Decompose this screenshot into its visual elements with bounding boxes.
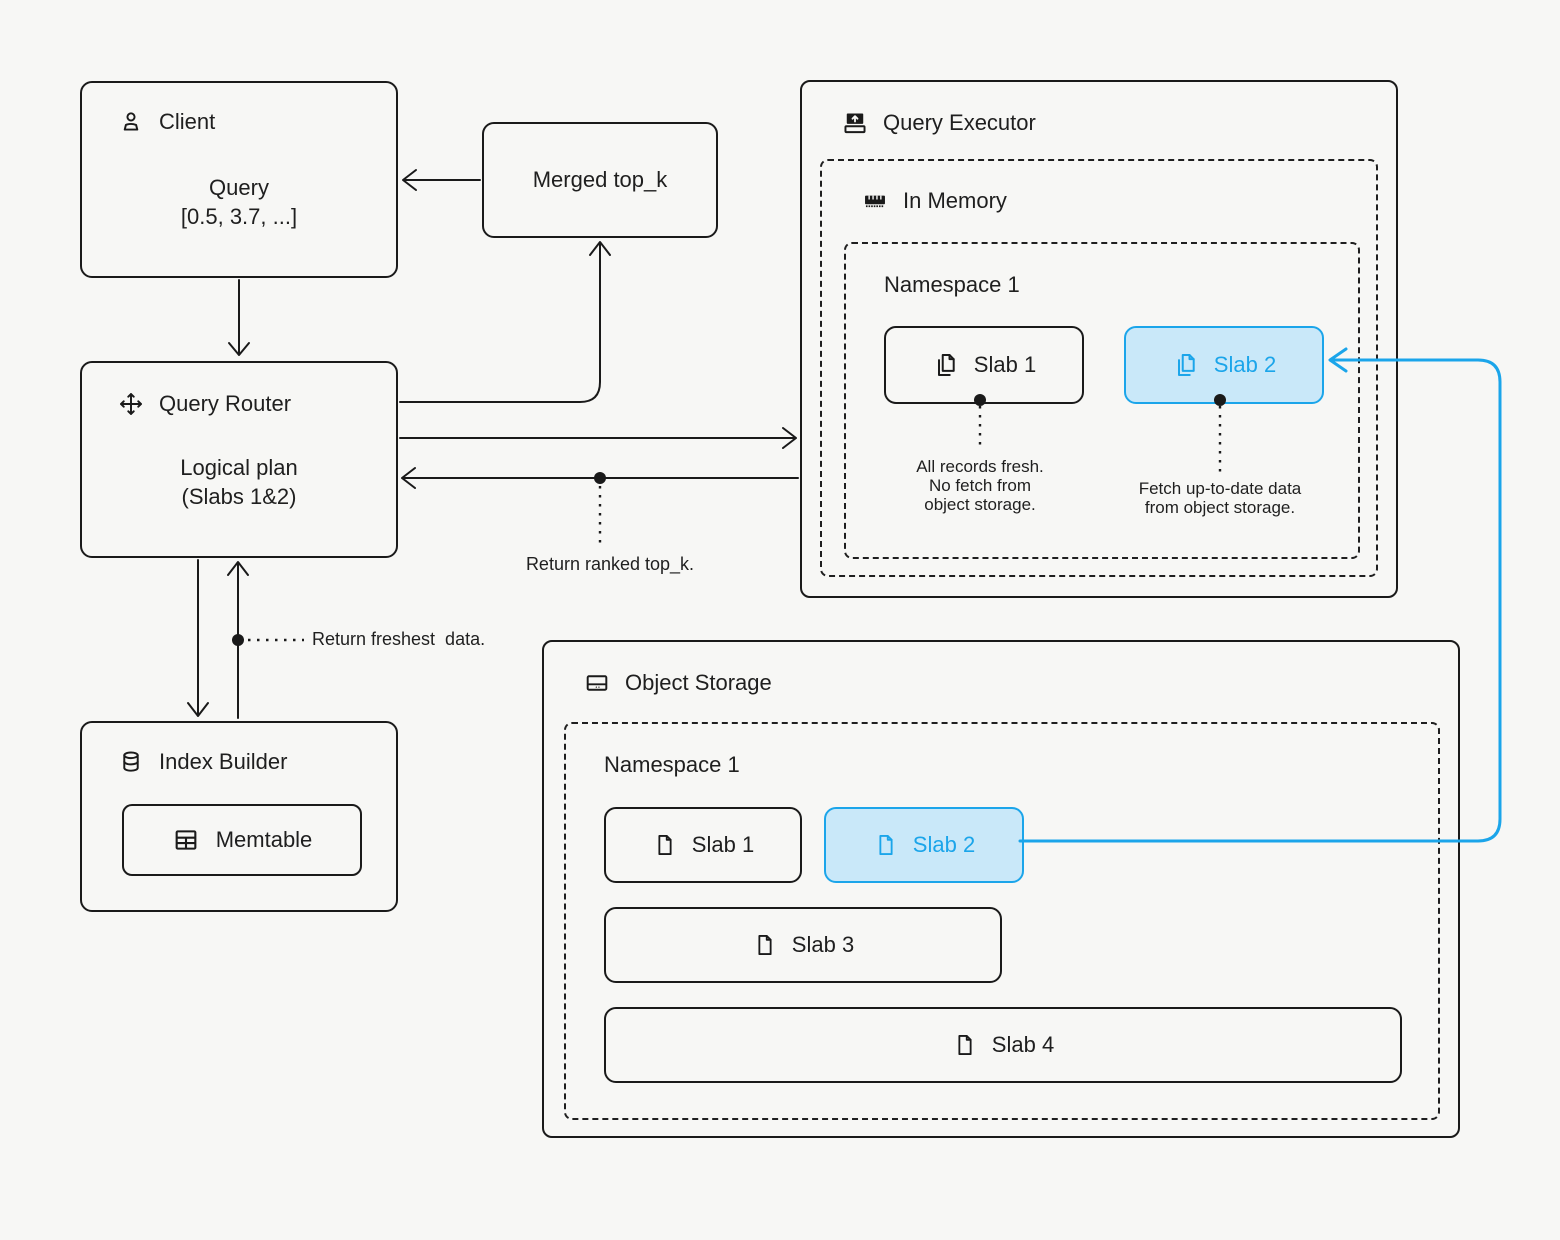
return-freshest-label: Return freshest data. [312,629,486,649]
merged-topk-label: Merged top_k [532,167,668,192]
copy-files-icon [937,353,955,377]
query-router-box: Query Router Logical plan (Slabs 1&2) [80,361,398,558]
dot-return-ranked [594,472,606,484]
executor-slab-1: Slab 1 [884,326,1084,404]
memtable-box: Memtable [122,804,362,876]
executor-slab-2-label: Slab 2 [1213,352,1277,377]
executor-slab-1-label: Slab 1 [973,352,1037,377]
table-icon [175,830,197,850]
copy-files-icon [1177,353,1195,377]
storage-slab-3-label: Slab 3 [791,932,855,957]
executor-namespace-title: Namespace 1 [884,272,1020,297]
file-icon [658,834,672,856]
upload-tray-icon [844,113,866,134]
move-arrows-icon [120,393,142,415]
file-icon [958,1034,972,1056]
arrow-router-to-builder [187,559,209,717]
slab1-note: All records fresh. No fetch from object … [916,457,1044,514]
logical-plan-text: Logical plan (Slabs 1&2) [180,455,298,509]
merged-topk-box: Merged top_k [482,122,718,238]
dot-return-freshest [232,634,244,646]
query-executor-title: Query Executor [883,110,1036,135]
storage-slab-2: Slab 2 [824,807,1024,883]
arrow-builder-to-router [227,561,249,719]
storage-slab-1: Slab 1 [604,807,802,883]
in-memory-title: In Memory [903,188,1007,213]
file-icon [758,934,772,956]
executor-slab-2: Slab 2 [1124,326,1324,404]
index-builder-box: Index Builder Memtable [80,721,398,912]
query-executor-box: Query Executor In Memory Namespace 1 [800,80,1398,598]
arrow-merged-to-client [402,169,481,191]
storage-slab-2-label: Slab 2 [912,832,976,857]
arrow-executor-to-router [401,467,799,489]
object-storage-title: Object Storage [625,670,772,695]
database-icon [123,751,139,772]
storage-slab-4-label: Slab 4 [991,1032,1055,1057]
hard-drive-icon [586,675,608,691]
storage-slab-4: Slab 4 [604,1007,1402,1083]
storage-slab-3: Slab 3 [604,907,1002,983]
client-title: Client [159,109,216,134]
person-icon [123,112,139,131]
index-builder-title: Index Builder [159,749,288,774]
query-router-title: Query Router [159,391,292,416]
storage-namespace-title: Namespace 1 [604,752,740,777]
ram-memory-icon [865,195,885,208]
arrow-router-to-executor [399,427,797,449]
memtable-label: Memtable [215,827,313,852]
storage-slab-1-label: Slab 1 [691,832,755,857]
return-ranked-label: Return ranked top_k. [525,554,695,574]
arrow-router-to-merged [399,241,611,403]
slab2-note: Fetch up-to-date data from object storag… [1138,479,1302,517]
file-icon [879,834,893,856]
object-storage-box: Object Storage Namespace 1 Slab 1 Slab 2 [542,640,1460,1138]
client-box: Client Query [0.5, 3.7, ...] [80,81,398,278]
client-query-text: Query [0.5, 3.7, ...] [180,175,298,229]
arrow-client-to-router [228,279,250,356]
storage-namespace-region: Namespace 1 Slab 1 Slab 2 [564,722,1440,1120]
